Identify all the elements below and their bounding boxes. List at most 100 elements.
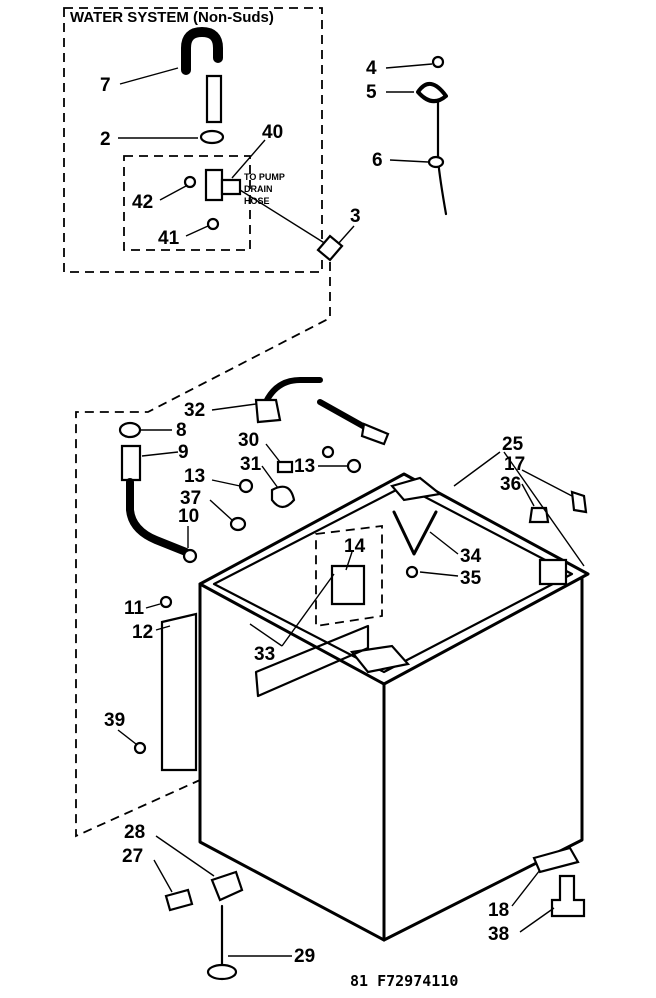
leader-9 xyxy=(141,451,179,457)
leveler-28-part xyxy=(210,870,244,902)
leader-7 xyxy=(119,67,179,85)
washer-8-part xyxy=(118,421,142,439)
clip-31-part xyxy=(270,485,296,509)
inner-panel xyxy=(254,624,370,698)
label-32: 32 xyxy=(184,400,205,421)
routing-line-upper xyxy=(75,262,331,838)
leader-36 xyxy=(521,483,535,507)
label-27: 27 xyxy=(122,846,143,867)
hose-10-part xyxy=(126,478,190,556)
leader-31 xyxy=(261,465,279,489)
clamp-5-part xyxy=(416,82,448,104)
label-14: 14 xyxy=(344,536,366,557)
label-8: 8 xyxy=(176,420,187,441)
label-36: 36 xyxy=(500,474,521,495)
screw-13b-part xyxy=(346,458,362,474)
spring-9-part xyxy=(120,444,142,482)
label-31: 31 xyxy=(240,454,262,475)
leader-13a xyxy=(211,479,241,487)
label-33: 33 xyxy=(254,644,275,665)
leader-inset-3 xyxy=(239,189,327,245)
clip-6-part xyxy=(427,155,445,169)
label-7: 7 xyxy=(100,75,111,96)
label-13-right: 13 xyxy=(294,456,315,477)
hose-end-part xyxy=(360,422,390,446)
cabinet-leaders: 25 17 36 14 34 35 11 12 33 39 28 27 29 1… xyxy=(104,434,585,967)
hose-segment-part xyxy=(205,74,223,124)
tee-fitting-part xyxy=(204,168,224,202)
label-13-left: 13 xyxy=(184,466,205,487)
drain-note-line3: HOSE xyxy=(244,196,270,206)
inset-title: WATER SYSTEM (Non-Suds) xyxy=(70,9,274,26)
label-2: 2 xyxy=(100,129,111,150)
label-35: 35 xyxy=(460,568,482,589)
inset-border xyxy=(63,7,323,273)
label-30: 30 xyxy=(238,430,259,451)
leader-34 xyxy=(429,531,459,555)
leader-27 xyxy=(153,859,173,893)
clamp-ring-part xyxy=(199,129,225,145)
leader-6 xyxy=(389,159,429,163)
corner-bracket-back xyxy=(390,476,443,502)
leader-17 xyxy=(521,469,573,497)
label-11: 11 xyxy=(124,598,145,619)
leader-14 xyxy=(345,551,353,571)
leader-30 xyxy=(265,443,281,463)
fill-hose-group: 32 8 9 10 xyxy=(118,377,390,564)
label-39: 39 xyxy=(104,710,125,731)
leader-18 xyxy=(511,869,541,907)
leader-38 xyxy=(519,907,555,933)
screw-13c-part xyxy=(321,445,335,459)
inset-subbox xyxy=(123,155,251,251)
leader-3 xyxy=(337,225,355,245)
cabinet-top-rim xyxy=(198,472,590,686)
label-12: 12 xyxy=(132,622,153,643)
leader-40 xyxy=(231,139,266,179)
leader-11 xyxy=(145,603,161,609)
label-40: 40 xyxy=(262,122,283,143)
label-41: 41 xyxy=(158,228,180,249)
leader-12 xyxy=(155,625,171,631)
hose-elbow-part xyxy=(181,27,223,75)
leader-4 xyxy=(385,63,433,69)
label-37: 37 xyxy=(180,488,201,509)
drain-note-line1: TO PUMP xyxy=(244,172,285,182)
hose-clamp-group: 4 5 6 xyxy=(366,55,448,216)
screw-4-part xyxy=(431,55,445,69)
leg-27-part xyxy=(164,888,194,912)
switch-14-part xyxy=(330,564,366,606)
leader-39 xyxy=(117,729,137,745)
corner-bracket-right xyxy=(538,558,568,586)
label-28: 28 xyxy=(124,822,145,843)
label-18: 18 xyxy=(488,900,509,921)
leader-25 xyxy=(453,451,585,567)
bracket-30-part xyxy=(276,460,294,474)
corner-bracket-front xyxy=(349,644,411,674)
screw-42-part xyxy=(183,175,197,189)
screw-11-part xyxy=(159,595,173,609)
bracket-18-part xyxy=(532,846,580,874)
label-17: 17 xyxy=(504,454,525,475)
screw-41-part xyxy=(206,217,220,231)
bracket-group: 30 31 13 13 37 xyxy=(180,430,362,532)
clamp-10-part xyxy=(182,548,198,564)
label-34: 34 xyxy=(460,546,482,567)
cabinet-front-face xyxy=(198,582,386,942)
label-5: 5 xyxy=(366,82,377,103)
leader-32 xyxy=(211,403,257,411)
leader-42 xyxy=(159,185,187,201)
label-42: 42 xyxy=(132,192,153,213)
label-10: 10 xyxy=(178,506,199,527)
bracket-12-part xyxy=(160,612,198,772)
tee-branch-part xyxy=(220,178,242,196)
bracket-34-part xyxy=(392,510,438,556)
screw-39-part xyxy=(133,741,147,755)
label-3: 3 xyxy=(350,206,361,227)
switch-14-box xyxy=(315,524,383,628)
nut-35-part xyxy=(405,565,419,579)
leader-28 xyxy=(155,835,215,877)
label-38: 38 xyxy=(488,924,509,945)
screw-13a-part xyxy=(238,478,254,494)
water-system-inset: WATER SYSTEM (Non-Suds) 7 2 40 42 41 TO … xyxy=(63,7,327,273)
